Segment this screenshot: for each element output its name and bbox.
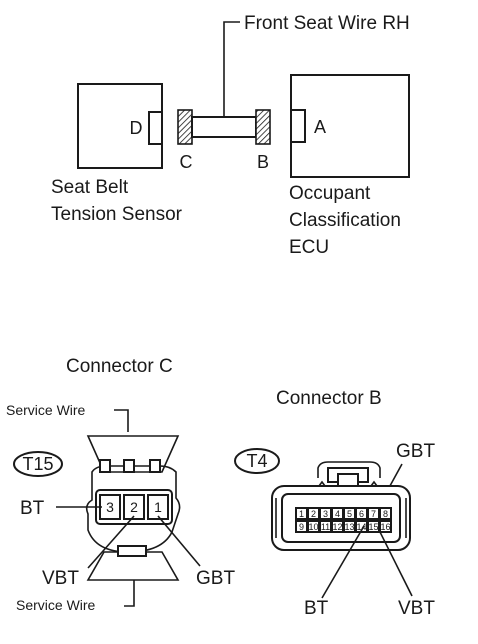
pin-label-3: 3 — [106, 499, 114, 515]
connector-c-vbt-leader — [87, 515, 135, 569]
port-d-label: D — [130, 118, 143, 138]
connector-b-hatched — [255, 109, 271, 145]
pin-label-1: 1 — [154, 499, 162, 515]
connector-c-nub-left — [99, 459, 111, 473]
sensor-label-line1: Seat Belt — [51, 177, 129, 198]
connector-b-title: Connector B — [276, 388, 382, 409]
connector-c-view: Connector C Service Wire T15 3 2 1 Servi… — [6, 356, 235, 613]
front-seat-wire-label: Front Seat Wire RH — [244, 13, 410, 34]
pin-row-top: 1 2 3 4 5 6 7 8 — [295, 507, 392, 520]
connector-b-bt-label: BT — [304, 598, 329, 619]
connector-c-vbt-label: VBT — [42, 568, 79, 589]
connector-c-hatched — [177, 109, 193, 145]
connector-c-code-badge — [13, 451, 63, 477]
connector-c-code: T15 — [22, 454, 53, 474]
connector-b-latch — [317, 461, 381, 478]
sensor-port-d — [148, 111, 163, 145]
pin-number: 14 — [356, 522, 366, 532]
connector-b-label: B — [257, 152, 269, 172]
pin-number: 8 — [383, 509, 388, 519]
ecu-label-line1: Occupant — [289, 183, 371, 204]
connector-c-gbt-leader — [157, 515, 201, 567]
pin-number: 10 — [308, 522, 318, 532]
connector-b-gbt-label: GBT — [396, 441, 435, 462]
connector-c-bottom-key — [117, 545, 147, 557]
service-wire-bottom-leader — [124, 580, 135, 607]
pin-number: 9 — [299, 522, 304, 532]
pin-number: 15 — [368, 522, 378, 532]
connector-b-latch-tab — [337, 473, 359, 487]
pin-cell — [379, 507, 392, 520]
pin-number: 13 — [344, 522, 354, 532]
front-seat-wire-harness — [191, 116, 257, 138]
service-wire-bottom-label: Service Wire — [16, 597, 96, 613]
pin-number: 7 — [371, 509, 376, 519]
pin-number: 6 — [359, 509, 364, 519]
pin-number: 16 — [380, 522, 390, 532]
pin-cell — [379, 520, 392, 533]
pin-row-bottom: 9 10 11 12 13 14 15 16 — [295, 520, 392, 533]
connector-c-gbt-label: GBT — [196, 568, 235, 589]
service-wire-top-leader — [114, 409, 129, 432]
connector-b-code-badge — [234, 448, 280, 474]
pin-number: 3 — [323, 509, 328, 519]
connector-c-nub-mid — [123, 459, 135, 473]
sensor-label-line2: Tension Sensor — [51, 204, 183, 225]
pin-number: 12 — [332, 522, 342, 532]
ecu-label-line2: Classification — [289, 210, 401, 231]
port-a-label: A — [314, 117, 326, 137]
connector-b-vbt-label: VBT — [398, 598, 435, 619]
connector-c-upper-flange — [86, 435, 180, 473]
service-wire-top-label: Service Wire — [6, 402, 86, 418]
pin-label-2: 2 — [130, 499, 138, 515]
connector-c-label: C — [180, 152, 193, 172]
top-wiring-diagram: D C B Front Seat Wire RH A Seat Belt Ten… — [51, 13, 410, 258]
pin-number: 1 — [299, 509, 304, 519]
connector-c-nub-right — [149, 459, 161, 473]
pin-number: 11 — [321, 522, 330, 532]
ecu-label-line3: ECU — [289, 237, 329, 258]
connector-c-bt-label: BT — [20, 498, 45, 519]
connector-b-bt-leader — [321, 525, 365, 599]
occupant-classification-ecu-box — [290, 74, 410, 178]
connector-b-code: T4 — [246, 451, 267, 471]
connector-b-pin-grid: 1 2 3 4 5 6 7 8 9 10 11 12 — [295, 507, 392, 533]
pin-cell-2 — [123, 494, 145, 520]
wire-label-leader — [223, 21, 240, 117]
connector-c-title: Connector C — [66, 356, 173, 377]
connector-b-vbt-leader — [377, 527, 413, 597]
connector-b-view: Connector B T4 GBT 1 — [234, 388, 435, 619]
pin-number: 2 — [311, 509, 316, 519]
pin-number: 4 — [335, 509, 340, 519]
pin-number: 5 — [347, 509, 352, 519]
pin-cell-1 — [147, 494, 169, 520]
ecu-port-a — [290, 109, 306, 143]
